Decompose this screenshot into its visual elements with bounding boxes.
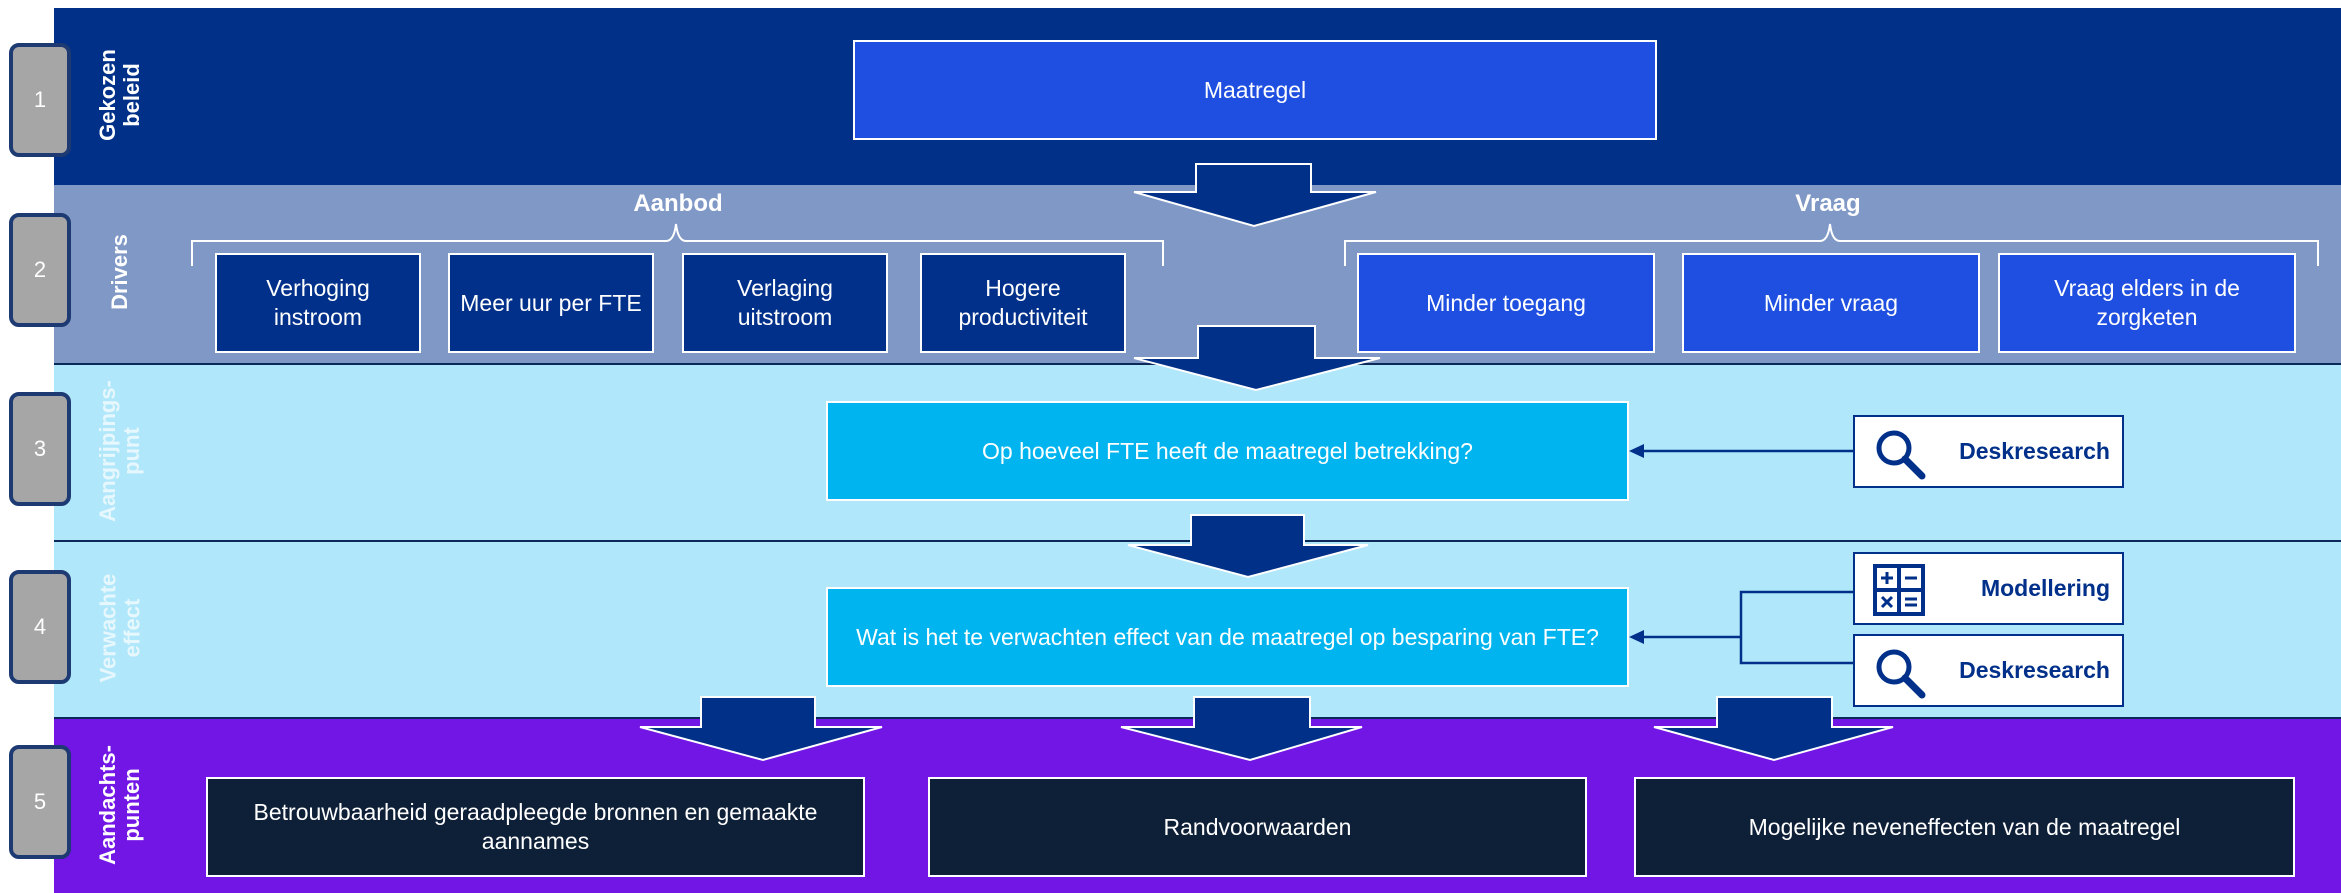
magnifier-icon	[1873, 646, 1927, 706]
driver-hogere-productiviteit: Hogere productiviteit	[920, 253, 1126, 353]
tool-label: Deskresearch	[1959, 438, 2110, 464]
tool-label: Modellering	[1980, 575, 2110, 601]
arrow-down-6	[1653, 696, 1894, 762]
driver-vraag-elders: Vraag elders in de zorgketen	[1998, 253, 2296, 353]
connector-row4	[1739, 590, 1853, 665]
step-number-4: 4	[9, 570, 71, 684]
aandachtspunt-betrouwbaarheid: Betrouwbaarheid geraadpleegde bronnen en…	[206, 777, 865, 877]
arrow-down-3	[1127, 514, 1369, 579]
arrowhead-row4	[1629, 630, 1644, 644]
tool-label: Deskresearch	[1959, 657, 2110, 683]
brace-aanbod	[191, 223, 1164, 266]
arrowhead-row3	[1629, 444, 1644, 458]
aangrijpingspunt-question: Op hoeveel FTE heeft de maatregel betrek…	[826, 401, 1629, 501]
driver-minder-toegang: Minder toegang	[1357, 253, 1655, 353]
tool-deskresearch-row4: Deskresearch	[1853, 634, 2124, 707]
aandachtspunt-randvoorwaarden: Randvoorwaarden	[928, 777, 1587, 877]
arrow-down-4	[639, 696, 883, 762]
step-number-3: 3	[9, 392, 71, 506]
driver-verlaging-uitstroom: Verlaging uitstroom	[682, 253, 888, 353]
maatregel-box: Maatregel	[853, 40, 1657, 140]
driver-minder-vraag: Minder vraag	[1682, 253, 1980, 353]
arrow-down-5	[1120, 696, 1363, 762]
brace-vraag	[1344, 223, 2319, 266]
tool-deskresearch-row3: Deskresearch	[1853, 415, 2124, 488]
arrow-down-2	[1133, 325, 1381, 392]
calculator-icon	[1873, 564, 1925, 622]
step-number-1: 1	[9, 43, 71, 157]
step-number-5: 5	[9, 745, 71, 859]
aandachtspunt-neveneffecten: Mogelijke neveneffecten van de maatregel	[1634, 777, 2295, 877]
driver-meer-uur-per-fte: Meer uur per FTE	[448, 253, 654, 353]
magnifier-icon	[1873, 427, 1927, 487]
aanbod-label: Aanbod	[633, 190, 723, 217]
verwachte-effect-question: Wat is het te verwachten effect van de m…	[826, 587, 1629, 687]
step-number-2: 2	[9, 213, 71, 327]
tool-modellering: Modellering	[1853, 552, 2124, 625]
driver-verhoging-instroom: Verhoging instroom	[215, 253, 421, 353]
arrow-down-1	[1133, 163, 1377, 228]
vraag-label: Vraag	[1795, 190, 1861, 217]
